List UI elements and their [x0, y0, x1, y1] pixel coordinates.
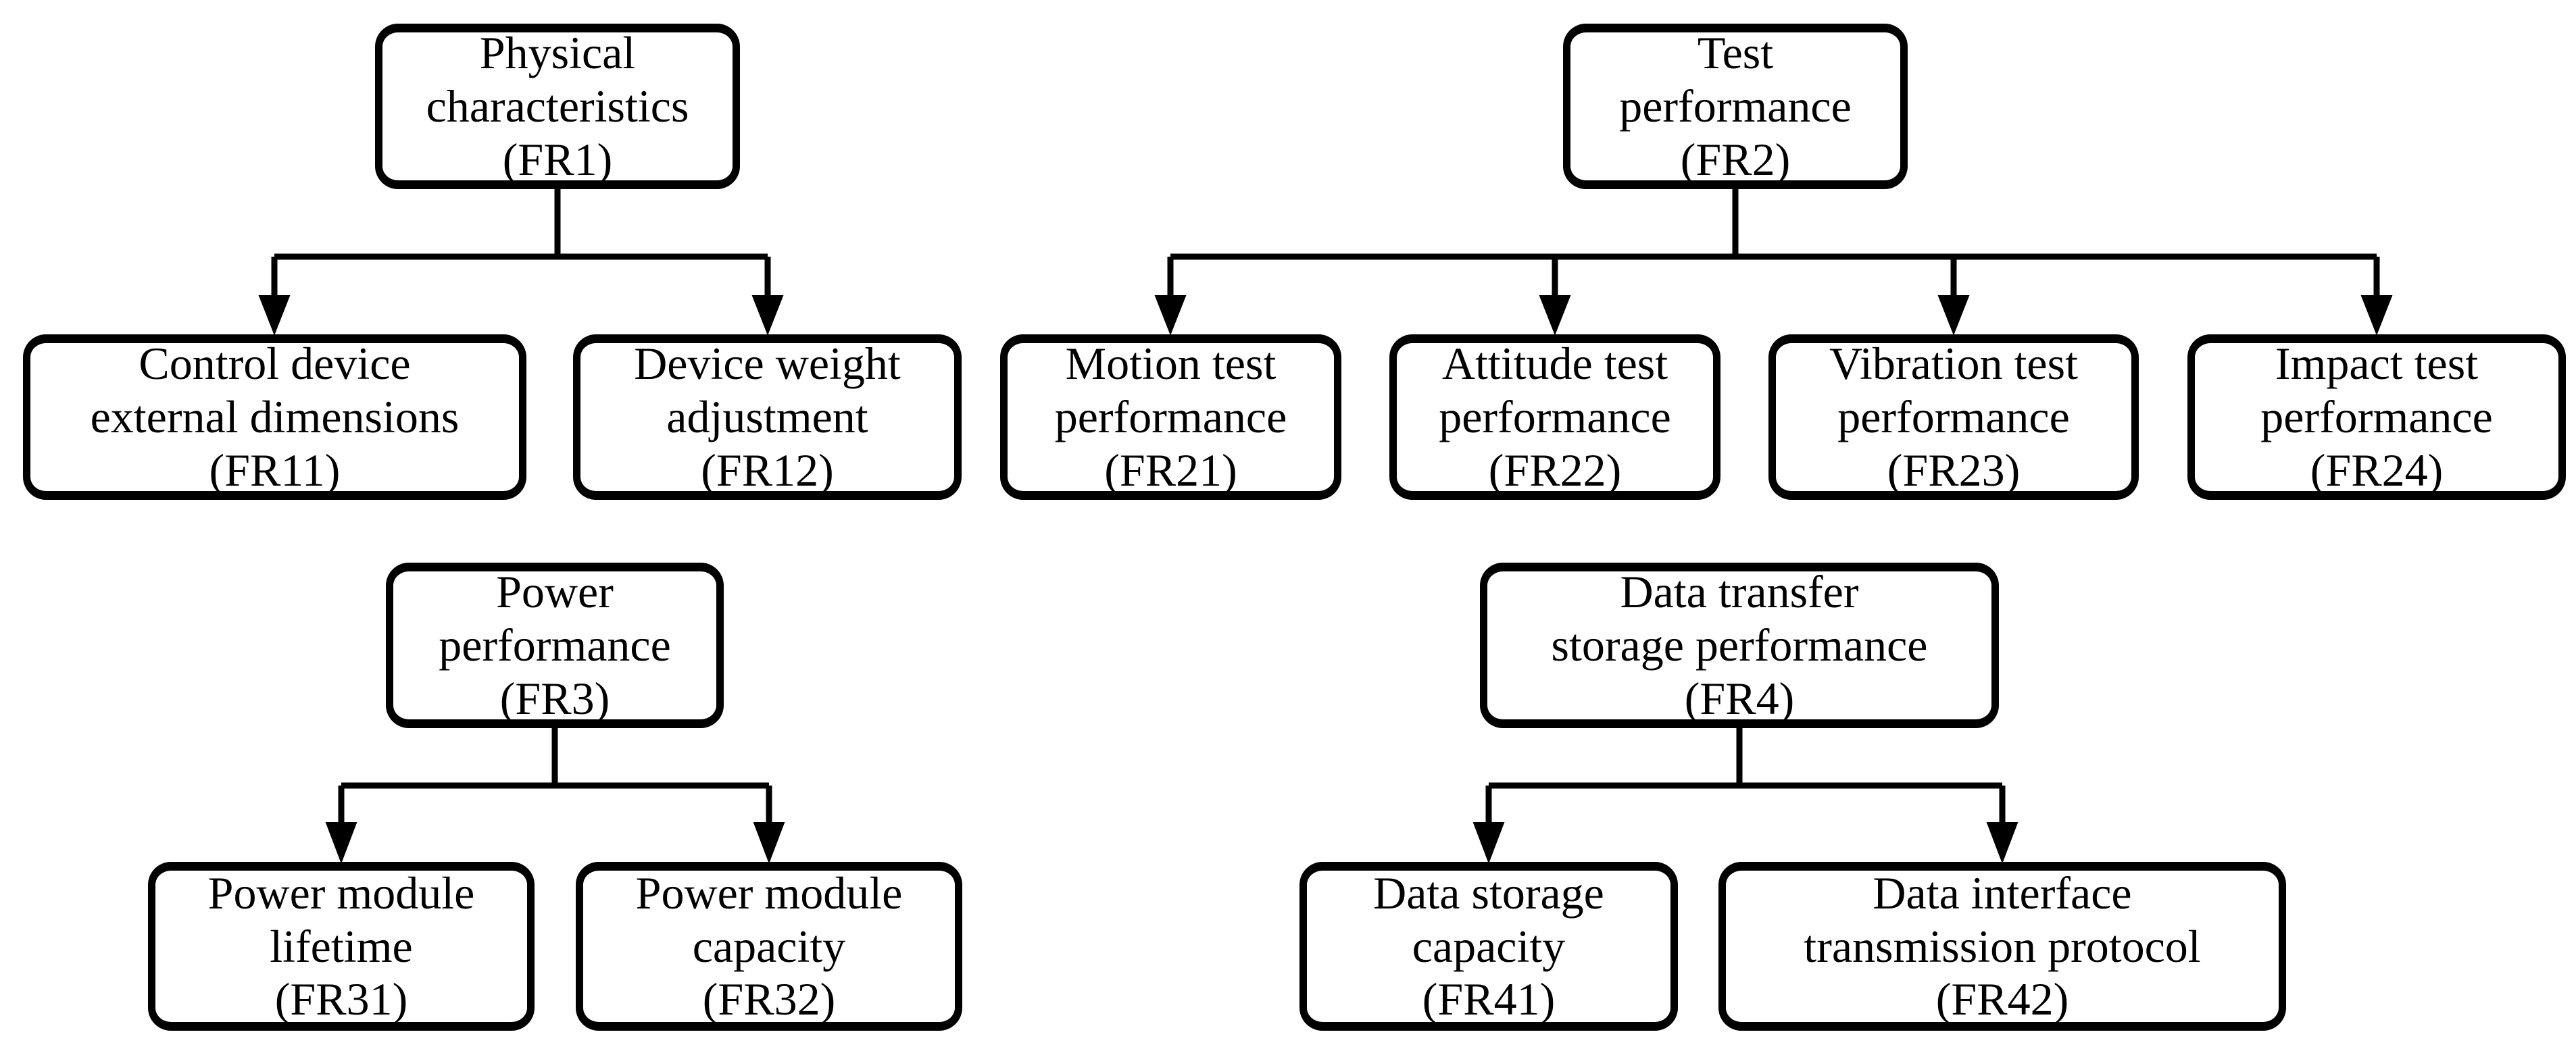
connector-fr1-children [258, 188, 784, 336]
node-fr23: Vibration test performance (FR23) [1768, 334, 2139, 500]
node-fr11: Control device external dimensions (FR11… [23, 334, 526, 500]
node-fr31-label: Power module lifetime (FR31) [207, 867, 475, 1025]
node-fr1: Physical characteristics (FR1) [375, 24, 740, 189]
node-fr42: Data interface transmission protocol (FR… [1718, 862, 2286, 1031]
arrow-down-icon [751, 295, 784, 336]
node-fr3-label: Power performance (FR3) [439, 566, 671, 724]
arrow-down-icon [258, 295, 291, 336]
arrow-down-icon [325, 822, 357, 864]
node-fr23-label: Vibration test performance (FR23) [1829, 338, 2078, 496]
node-fr42-label: Data interface transmission protocol (FR… [1804, 867, 2201, 1025]
connector-fr4-children [1472, 728, 2018, 864]
arrow-down-icon [1472, 822, 1505, 864]
node-fr41: Data storage capacity (FR41) [1299, 862, 1678, 1031]
node-fr22-label: Attitude test performance (FR22) [1439, 338, 1671, 496]
arrow-down-icon [1539, 295, 1571, 336]
connector-fr2-children [1154, 188, 2393, 336]
node-fr31: Power module lifetime (FR31) [148, 862, 535, 1031]
node-fr32: Power module capacity (FR32) [576, 862, 962, 1031]
connector-fr3-children [325, 728, 785, 864]
node-fr24: Impact test performance (FR24) [2187, 334, 2566, 500]
node-fr4-label: Data transfer storage performance (FR4) [1551, 566, 1928, 724]
node-fr41-label: Data storage capacity (FR41) [1373, 867, 1604, 1025]
arrow-down-icon [1154, 295, 1187, 336]
arrow-down-icon [2360, 295, 2393, 336]
arrow-down-icon [753, 822, 785, 864]
node-fr3: Power performance (FR3) [386, 563, 724, 728]
arrow-down-icon [1986, 822, 2018, 864]
node-fr12-label: Device weight adjustment (FR12) [634, 338, 901, 496]
node-fr24-label: Impact test performance (FR24) [2260, 338, 2493, 496]
node-fr1-label: Physical characteristics (FR1) [426, 27, 689, 185]
node-fr12: Device weight adjustment (FR12) [573, 334, 962, 500]
node-fr2: Test performance (FR2) [1563, 24, 1908, 189]
node-fr22: Attitude test performance (FR22) [1389, 334, 1720, 500]
node-fr4: Data transfer storage performance (FR4) [1480, 563, 1999, 728]
node-fr11-label: Control device external dimensions (FR11… [90, 338, 460, 496]
node-fr21: Motion test performance (FR21) [1000, 334, 1341, 500]
arrow-down-icon [1937, 295, 1970, 336]
node-fr2-label: Test performance (FR2) [1619, 27, 1852, 185]
node-fr32-label: Power module capacity (FR32) [635, 867, 903, 1025]
node-fr21-label: Motion test performance (FR21) [1054, 338, 1287, 496]
